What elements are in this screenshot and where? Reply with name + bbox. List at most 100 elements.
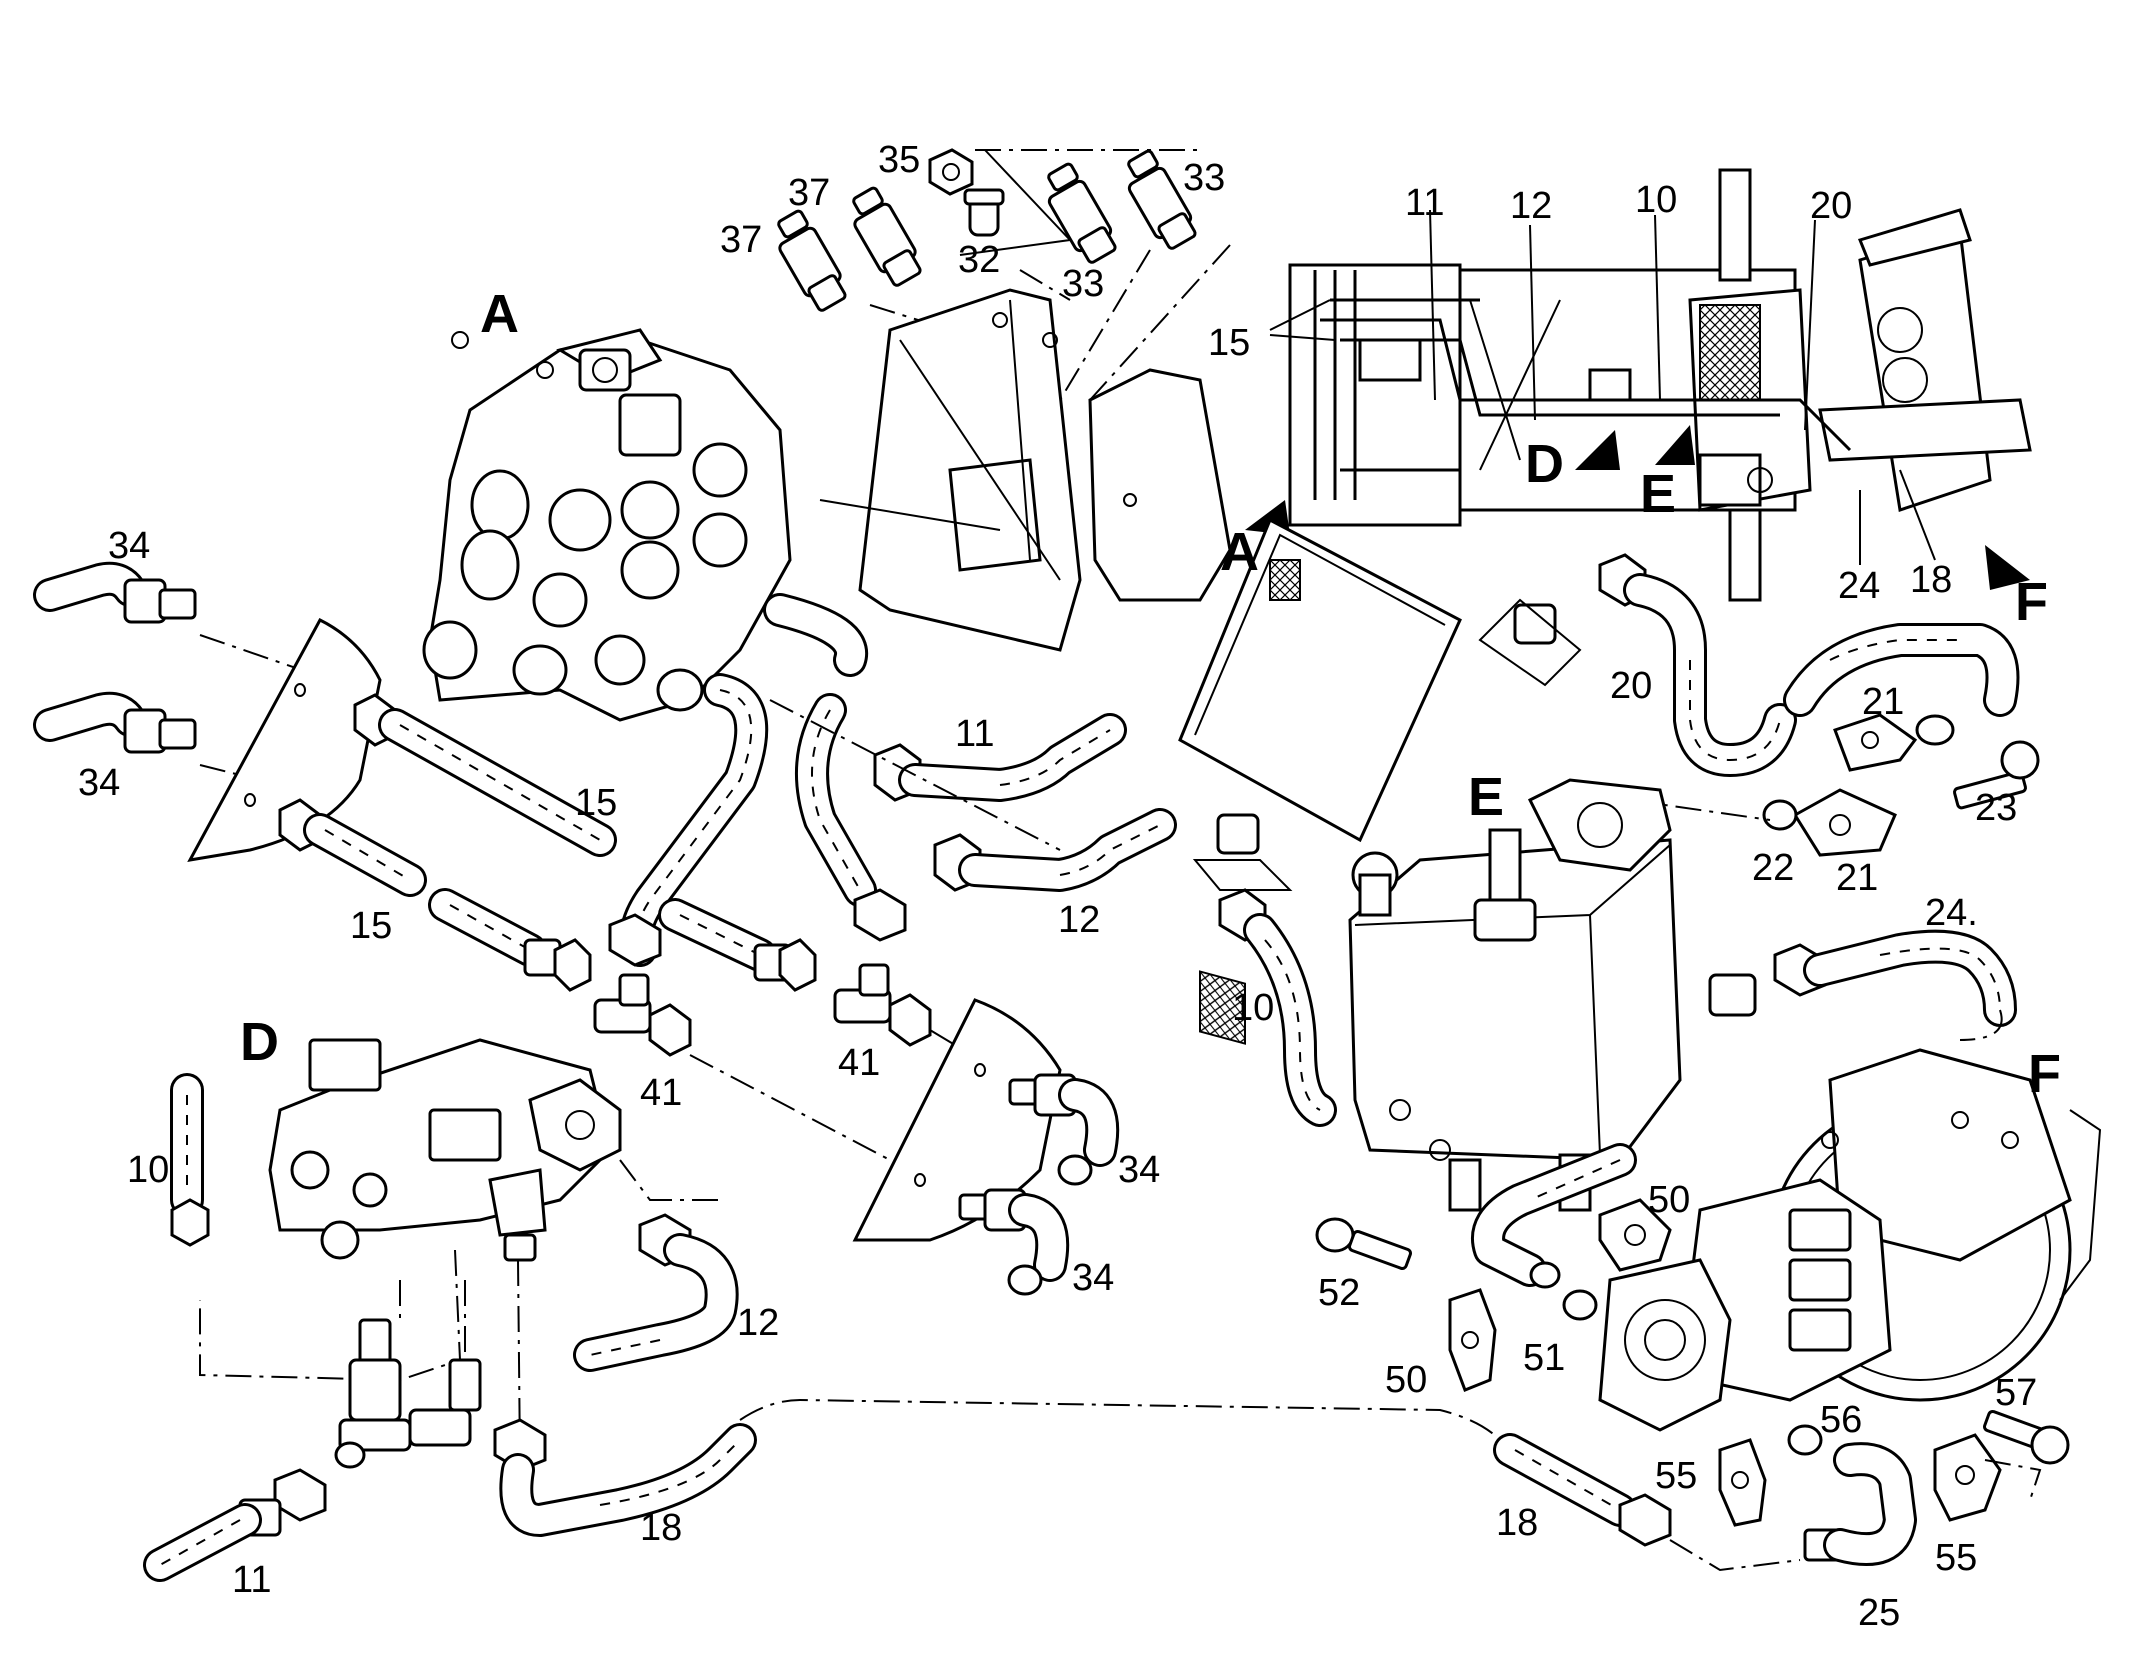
label-f-overview: F <box>2015 572 2048 632</box>
oring-51 <box>1562 1289 1598 1321</box>
callout-35: 35 <box>878 139 920 181</box>
callout-11-center: 11 <box>955 713 994 755</box>
callout-34-right-lower: 34 <box>1072 1257 1114 1299</box>
elbow-fittings-34-left <box>33 561 197 754</box>
oring-22 <box>1762 799 1798 831</box>
callout-33-mid: 33 <box>1062 263 1104 305</box>
tee-fitting-41-right <box>833 963 932 1047</box>
arrow-f <box>1985 545 2030 590</box>
hydraulic-tank-e <box>1348 778 1682 1212</box>
overview-assembly <box>1288 168 2032 602</box>
callout-34-lower-left: 34 <box>78 762 120 804</box>
hose-11-lower <box>143 1468 327 1582</box>
callout-41-left: 41 <box>640 1072 682 1114</box>
callout-34-upper-left: 34 <box>108 525 150 567</box>
callout-56: 56 <box>1820 1399 1862 1441</box>
elbow-fittings-34-right <box>958 1073 1120 1296</box>
label-d-valve: D <box>240 1012 279 1072</box>
arrow-d <box>1575 430 1620 470</box>
hose-10-center <box>1218 888 1337 1127</box>
label-e-overview: E <box>1640 464 1676 524</box>
callout-10-left: 10 <box>127 1149 169 1191</box>
callout-33-top: 33 <box>1183 157 1225 199</box>
callout-22: 22 <box>1752 847 1794 889</box>
tee-fitting-41-left <box>593 973 692 1057</box>
clamp-50-upper <box>1598 1198 1672 1272</box>
control-valve-block-a <box>422 328 792 722</box>
callout-37-left: 37 <box>720 219 762 261</box>
hose-curved-valve <box>608 593 907 967</box>
callout-labels: 35 33 37 37 32 33 A 11 12 10 20 15 D E A… <box>78 139 2061 1634</box>
callout-11-top: 11 <box>1405 182 1444 224</box>
mounting-frame <box>819 288 1232 652</box>
callout-55-right: 55 <box>1935 1537 1977 1579</box>
fitting-37-left <box>777 209 847 312</box>
callout-21-upper: 21 <box>1862 681 1904 723</box>
valve-block-d <box>268 1038 622 1262</box>
clamp-55-right <box>1933 1433 2002 1522</box>
fittings-cooler <box>1192 598 1582 891</box>
leader-11a <box>1429 209 1436 401</box>
callout-50-lower: 50 <box>1385 1359 1427 1401</box>
clamp-21-upper <box>1833 713 1918 772</box>
clamp-21-lower <box>1792 788 1897 857</box>
callout-23: 23 <box>1975 787 2017 829</box>
callout-24-top: 24 <box>1838 565 1880 607</box>
bolt-57 <box>1983 1409 2070 1465</box>
callout-51: 51 <box>1523 1337 1565 1379</box>
fitting-33-right <box>1127 149 1197 250</box>
label-a-overview: A <box>1220 522 1259 582</box>
callout-24-right: 24. <box>1925 892 1978 934</box>
callout-15-lower: 15 <box>350 905 392 947</box>
hose-segment-15-mid <box>428 888 592 992</box>
label-f-pump: F <box>2028 1044 2061 1104</box>
callout-20-top: 20 <box>1810 185 1852 227</box>
callout-10-top: 10 <box>1635 179 1677 221</box>
fittings-group-top <box>777 148 1231 401</box>
hose-15-bottom <box>278 798 427 897</box>
callout-52: 52 <box>1318 1272 1360 1314</box>
bolt-52 <box>1315 1217 1412 1271</box>
hose-24 <box>1708 929 2017 1027</box>
fitting-37-right <box>852 186 922 287</box>
hose-20 <box>1598 553 1797 777</box>
hose-11-center <box>873 713 1127 802</box>
leader-12a <box>1529 224 1536 421</box>
callout-57: 57 <box>1995 1372 2037 1414</box>
callout-15-top: 15 <box>1208 322 1250 364</box>
callout-18-top: 18 <box>1910 559 1952 601</box>
hose-20-return <box>1783 623 2020 746</box>
callout-11-lower: 11 <box>232 1559 271 1601</box>
callout-20-right: 20 <box>1610 665 1652 707</box>
label-e-tank: E <box>1468 767 1504 827</box>
callout-41-right: 41 <box>838 1042 880 1084</box>
callout-21-lower: 21 <box>1836 857 1878 899</box>
callout-12-center: 12 <box>1058 899 1100 941</box>
elbow-25 <box>1803 1442 1917 1567</box>
callout-12-top: 12 <box>1510 185 1552 227</box>
bulkhead-plate-right <box>852 998 1062 1242</box>
callout-34-right-upper: 34 <box>1118 1149 1160 1191</box>
callout-10-center: 10 <box>1232 987 1274 1029</box>
hose-10-left <box>170 1073 210 1247</box>
clamp-50-lower <box>1448 1288 1497 1392</box>
hose-18-lower <box>493 1418 757 1537</box>
cooler-panel <box>1178 517 1462 1045</box>
label-a-valve: A <box>480 284 519 344</box>
callout-12-lower: 12 <box>737 1302 779 1344</box>
pump-motor-f <box>1598 1048 2102 1432</box>
leader-20a <box>1804 219 1816 431</box>
hose-12-lower <box>573 1213 739 1372</box>
hose-tank-pump <box>1471 1143 1637 1289</box>
callout-55-left: 55 <box>1655 1455 1697 1497</box>
nut-35 <box>928 148 974 196</box>
callout-37-top: 37 <box>788 172 830 214</box>
callout-18-lower: 18 <box>640 1507 682 1549</box>
callout-25: 25 <box>1858 1592 1900 1634</box>
leader-10a <box>1654 214 1661 401</box>
clamp-55-left <box>1718 1438 1767 1527</box>
callout-50-upper: 50 <box>1648 1179 1690 1221</box>
hose-15-top <box>353 693 617 857</box>
bolt-23 <box>1953 740 2040 810</box>
